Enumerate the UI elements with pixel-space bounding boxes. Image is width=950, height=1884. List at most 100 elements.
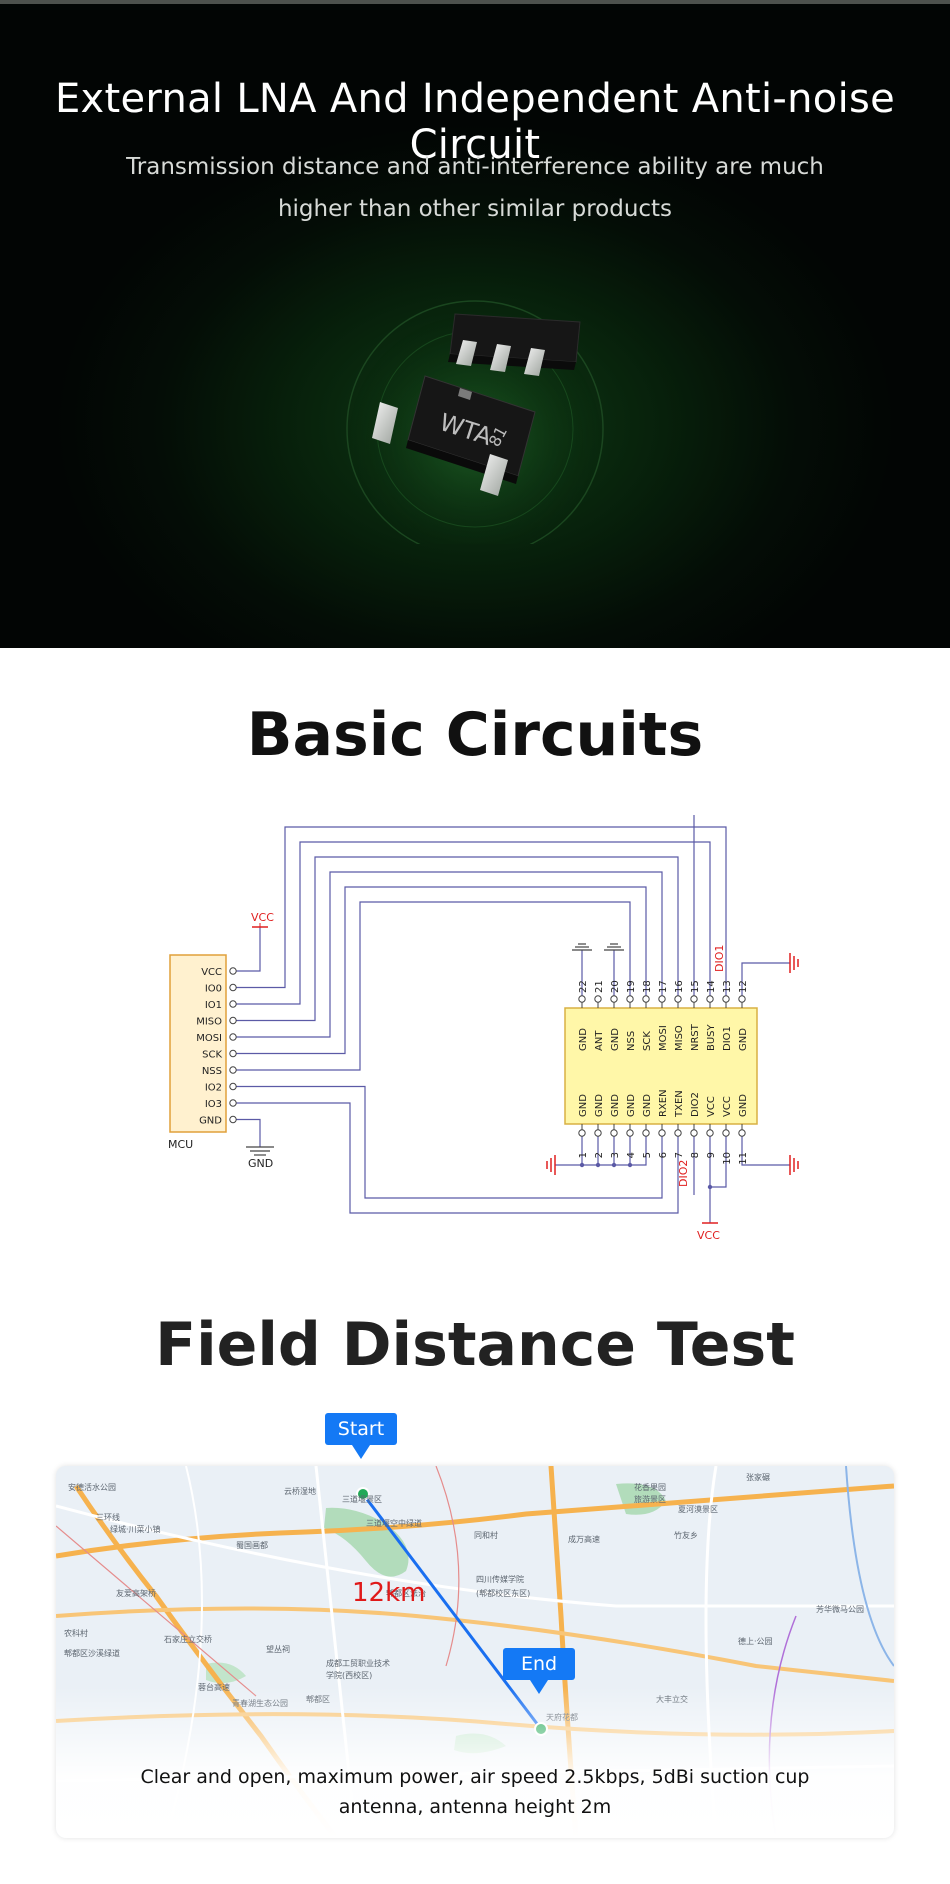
map-place-label: 郫都区沙溪绿道 bbox=[64, 1648, 120, 1658]
mcu-pin-dot bbox=[229, 1033, 237, 1041]
circuit-wire bbox=[236, 901, 631, 1071]
module-pin-name: DIO2 bbox=[690, 1092, 701, 1117]
mcu-pin-label: SCK bbox=[202, 1050, 222, 1061]
power-symbols bbox=[246, 923, 799, 1224]
module-pin-dot bbox=[674, 995, 682, 1003]
module-pin-number: 3 bbox=[610, 1152, 621, 1158]
map-place-label: 旅游景区 bbox=[634, 1494, 666, 1504]
module-pin-name: TXEN bbox=[674, 1090, 685, 1118]
module-pin-name: MOSI bbox=[658, 1025, 669, 1051]
mcu-pin-label: GND bbox=[199, 1116, 222, 1127]
map-place-label: 同和村 bbox=[474, 1530, 498, 1540]
module-pin-number: 5 bbox=[642, 1152, 653, 1158]
mcu-pin-dot bbox=[229, 983, 237, 992]
module-pin-number: 9 bbox=[706, 1152, 717, 1158]
mcu-pin-dot bbox=[229, 1016, 237, 1025]
mcu-pin-dot bbox=[229, 1115, 237, 1124]
dio2-label: DIO2 bbox=[677, 1160, 690, 1187]
dio1-label: DIO1 bbox=[713, 945, 726, 972]
circuit-wire bbox=[236, 1118, 261, 1147]
map-place-label: 绿城·川菜小镇 bbox=[110, 1524, 161, 1534]
map-place-label: 云桥湿地 bbox=[284, 1486, 316, 1496]
map-caption-line2: antenna, antenna height 2m bbox=[338, 1796, 612, 1818]
module-pin-dot bbox=[642, 1129, 650, 1137]
module-pin-number: 14 bbox=[706, 980, 717, 993]
module-pin-dot bbox=[658, 995, 666, 1003]
gnd-mcu-label: GND bbox=[248, 1157, 273, 1170]
module-pin-number: 16 bbox=[674, 980, 685, 993]
module-pin-name: DIO1 bbox=[722, 1026, 733, 1051]
module-pin-number: 7 bbox=[674, 1152, 685, 1158]
distance-label: 12km bbox=[352, 1578, 426, 1608]
mcu-pin-label: MOSI bbox=[196, 1033, 222, 1044]
mcu-pin-dot bbox=[229, 1066, 237, 1074]
module-pin-dot bbox=[594, 1129, 602, 1137]
mcu-pin-label: IO2 bbox=[205, 1083, 222, 1094]
hero-title: External LNA And Independent Anti-noise … bbox=[54, 76, 896, 168]
module-pin-dot bbox=[706, 1129, 714, 1137]
module-pin-dot bbox=[594, 995, 602, 1003]
module-pin-number: 2 bbox=[594, 1152, 605, 1158]
circuit-wire bbox=[236, 841, 711, 1005]
map-place-label: 德上·公园 bbox=[738, 1636, 773, 1646]
module-pin-name: GND bbox=[642, 1094, 653, 1117]
map-place-label: 花香果园 bbox=[634, 1482, 666, 1492]
module-pin-name: GND bbox=[626, 1094, 637, 1117]
module-pin-dot bbox=[722, 1129, 730, 1137]
map-place-label: 农科村 bbox=[64, 1628, 88, 1638]
back-chip bbox=[448, 313, 581, 376]
module-pin-number: 20 bbox=[610, 980, 621, 993]
module-pin-number: 12 bbox=[738, 980, 749, 993]
module-pin-dot bbox=[738, 995, 746, 1003]
module-pin-number: 15 bbox=[690, 980, 701, 993]
circuit-wire bbox=[236, 871, 663, 1038]
start-marker: Start bbox=[325, 1413, 397, 1459]
mcu-label: MCU bbox=[168, 1138, 193, 1151]
module-pin-number: 11 bbox=[738, 1152, 749, 1165]
circuit-wire bbox=[236, 856, 679, 1022]
module-pin-name: GND bbox=[610, 1094, 621, 1117]
distance-test-map[interactable]: 安德活水公园三环线绿城·川菜小镇云桥湿地三道堰景区三道堰空中绿道蜀国画都友爱高架… bbox=[56, 1466, 894, 1838]
map-place-label: 三环线 bbox=[96, 1512, 120, 1522]
circuit-wire bbox=[236, 1085, 663, 1199]
module-pin-name: GND bbox=[610, 1028, 621, 1051]
module-pin-dot bbox=[642, 995, 650, 1003]
map-caption-line1: Clear and open, maximum power, air speed… bbox=[140, 1766, 810, 1788]
module-pin-dot bbox=[610, 995, 618, 1003]
module-pin-name: ANT bbox=[594, 1030, 605, 1051]
hero-subtitle-line2: higher than other similar products bbox=[277, 196, 673, 222]
module-pin-name: GND bbox=[594, 1094, 605, 1117]
module-pin-number: 8 bbox=[690, 1152, 701, 1158]
module-pin-dot bbox=[626, 995, 634, 1003]
hero-subtitle-line1: Transmission distance and anti-interfere… bbox=[126, 154, 824, 180]
module-pin-dot bbox=[658, 1129, 666, 1137]
circuit-wires bbox=[236, 815, 790, 1223]
map-place-label: 学院(西校区) bbox=[326, 1670, 372, 1680]
module-pin-name: GND bbox=[738, 1028, 749, 1051]
module-pin-dot bbox=[626, 1129, 634, 1137]
mcu-pin-label: IO3 bbox=[205, 1099, 222, 1110]
module-pin-number: 21 bbox=[594, 980, 605, 993]
mcu-pin-label: NSS bbox=[202, 1066, 222, 1077]
hero-section: External LNA And Independent Anti-noise … bbox=[0, 0, 950, 648]
map-place-label: 石家庄立交桥 bbox=[164, 1634, 212, 1644]
module-pin-dot bbox=[578, 1129, 586, 1137]
module-pin-number: 19 bbox=[626, 980, 637, 993]
mcu-pin-dot bbox=[229, 1049, 237, 1058]
module-pin-name: NSS bbox=[626, 1031, 637, 1051]
map-place-label: (郫都校区东区) bbox=[476, 1588, 530, 1598]
circuit-wire bbox=[709, 1136, 727, 1188]
mcu-pin-dot bbox=[229, 967, 237, 975]
module-pin-number: 1 bbox=[578, 1152, 589, 1158]
map-place-label: 安德活水公园 bbox=[68, 1482, 116, 1492]
lna-chip-image: WTA 81 bbox=[346, 300, 604, 544]
map-place-label: 芳华微马公园 bbox=[816, 1604, 864, 1614]
circuit-wire bbox=[741, 962, 790, 996]
module-pin-name: GND bbox=[578, 1028, 589, 1051]
mcu-pin-label: IO0 bbox=[205, 984, 222, 995]
map-place-label: 四川传媒学院 bbox=[476, 1574, 524, 1584]
module-pin-dot bbox=[690, 1129, 698, 1137]
map-place-label: 友爱高架桥 bbox=[116, 1588, 156, 1598]
module-pin-name: GND bbox=[578, 1094, 589, 1117]
